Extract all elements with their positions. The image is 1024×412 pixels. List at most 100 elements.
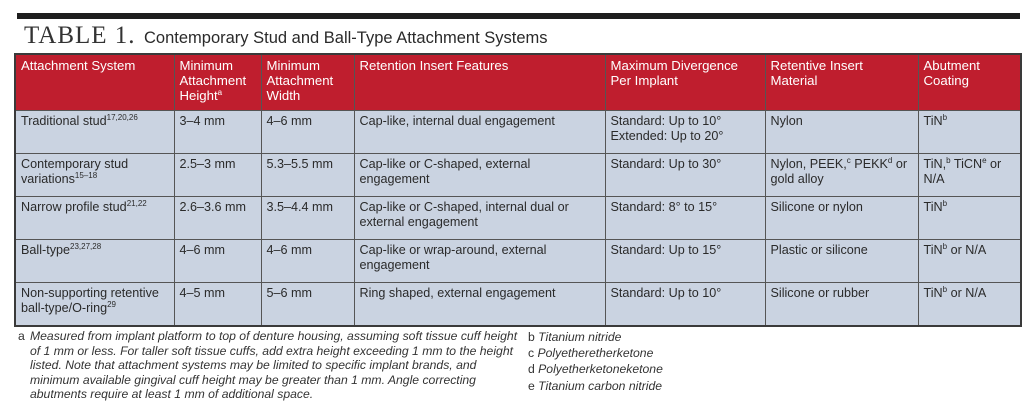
superscript-ref: b (942, 242, 948, 251)
cell-text: Minimum Attachment Height (179, 58, 247, 103)
cell-text: or N/A (923, 157, 1002, 186)
cell-text: PEKK (850, 157, 888, 171)
cell-text: 5.3–5.5 mm (266, 157, 334, 171)
cell-text: Standard: Up to 10° Extended: Up to 20° (610, 114, 724, 143)
table-number: TABLE 1. (24, 22, 136, 49)
cell-text: Narrow profile stud (21, 200, 127, 214)
superscript-ref: c (846, 156, 851, 165)
table-cell: TiNb (917, 110, 1022, 154)
cell-text: TiN, (923, 157, 947, 171)
cell-text: Abutment Coating (923, 58, 980, 88)
table-cell: Standard: Up to 10° (604, 282, 766, 327)
table-cell: Cap-like or wrap-around, external engage… (353, 239, 606, 283)
table-caption: Contemporary Stud and Ball-Type Attachme… (144, 29, 548, 47)
column-header: Maximum Divergence Per Implant (604, 53, 766, 111)
cell-text: Silicone or nylon (770, 200, 863, 214)
cell-text: TiN (923, 286, 943, 300)
attachment-systems-table: Attachment System Minimum Attachment Heig… (14, 53, 1022, 327)
footnote-label: d (528, 362, 535, 377)
cell-text: TiN (923, 200, 943, 214)
table-row: Traditional stud17,20,26 3–4 mm 4–6 mm Cap-… (14, 110, 1022, 154)
table-header-row: Attachment System Minimum Attachment Heig… (14, 53, 1022, 111)
footnote-label: c (528, 346, 535, 361)
table-cell: Cap-like or C-shaped, internal dual or e… (353, 196, 606, 240)
superscript-ref: 17,20,26 (106, 113, 138, 122)
table-cell: TiNb (917, 196, 1022, 240)
cell-text: 4–6 mm (266, 114, 313, 128)
column-header: Minimum Attachment Width (260, 53, 355, 111)
cell-text: 4–6 mm (179, 243, 226, 257)
table-cell: 3.5–4.4 mm (260, 196, 355, 240)
cell-text: 5–6 mm (266, 286, 313, 300)
footnote-e: e Titanium carbon nitride (528, 378, 663, 394)
table-cell: Silicone or rubber (764, 282, 919, 327)
cell-text: 4–5 mm (179, 286, 226, 300)
table-cell: Nylon (764, 110, 919, 154)
cell-text: TiN (923, 243, 943, 257)
cell-text: Cap-like, internal dual engagement (359, 114, 555, 128)
table-cell: Plastic or silicone (764, 239, 919, 283)
cell-text: 3–4 mm (179, 114, 226, 128)
cell-text: Contemporary stud variations (21, 157, 129, 186)
footnote-text: Titanium carbon nitride (538, 378, 663, 393)
cell-text: or gold alloy (770, 157, 908, 186)
table-row: Non-supporting retentive ball-type/O-rin… (14, 282, 1022, 327)
footnote-a: a Measured from implant platform to top … (18, 329, 518, 402)
table-cell: 4–6 mm (260, 239, 355, 283)
cell-text: or N/A (947, 243, 987, 257)
footnote-text: Polyetheretherketone (537, 346, 654, 361)
footnote-d: d Polyetherketoneketone (528, 361, 663, 377)
cell-text: Retentive Insert Material (770, 58, 863, 88)
superscript-ref: a (217, 88, 223, 97)
table-cell: 5–6 mm (260, 282, 355, 327)
table-cell: TiNb or N/A (917, 239, 1022, 283)
column-header: Retentive Insert Material (764, 53, 919, 111)
superscript-ref: b (942, 113, 948, 122)
column-header: Attachment System (14, 53, 175, 111)
cell-text: TiN (923, 114, 943, 128)
superscript-ref: b (942, 199, 948, 208)
cell-text: or N/A (947, 286, 987, 300)
superscript-ref: 23,27,28 (70, 242, 102, 251)
cell-text: Cap-like or C-shaped, internal dual or e… (359, 200, 569, 229)
cell-text: Attachment System (21, 58, 136, 73)
footnote-b: b Titanium nitride (528, 329, 663, 345)
superscript-ref: 29 (107, 300, 116, 309)
table-cell: Nylon, PEEK,c PEKKd or gold alloy (764, 153, 919, 197)
superscript-ref: 15–18 (74, 171, 98, 180)
footnote-label: e (528, 378, 535, 393)
cell-text: Cap-like or C-shaped, external engagemen… (359, 157, 531, 186)
table-cell: Silicone or nylon (764, 196, 919, 240)
table-cell: 4–5 mm (173, 282, 262, 327)
table-cell: Standard: Up to 15° (604, 239, 766, 283)
cell-text: Silicone or rubber (770, 286, 870, 300)
superscript-ref: d (887, 156, 893, 165)
cell-text: Standard: Up to 10° (610, 286, 722, 300)
cell-text: 2.6–3.6 mm (179, 200, 247, 214)
table-cell: Cap-like, internal dual engagement (353, 110, 606, 154)
cell-text: Traditional stud (21, 114, 107, 128)
table-cell: 5.3–5.5 mm (260, 153, 355, 197)
cell-text: Standard: Up to 15° (610, 243, 722, 257)
column-header: Retention Insert Features (353, 53, 606, 111)
superscript-ref: b (946, 156, 951, 165)
cell-text: Standard: 8° to 15° (610, 200, 718, 214)
table-cell: Standard: 8° to 15° (604, 196, 766, 240)
superscript-ref: b (942, 285, 948, 294)
table-cell: TiN,b TiCNe or N/A (917, 153, 1022, 197)
footnote-label: a (18, 329, 25, 343)
table-cell: 2.5–3 mm (173, 153, 262, 197)
footnote-text: Polyetherketoneketone (538, 362, 663, 377)
cell-text: Maximum Divergence Per Implant (610, 58, 739, 88)
cell-text: Cap-like or wrap-around, external engage… (359, 243, 547, 272)
cell-text: Retention Insert Features (359, 58, 509, 73)
table-cell: Narrow profile stud21,22 (14, 196, 175, 240)
cell-text: Ring shaped, external engagement (359, 286, 556, 300)
table-row: Contemporary stud variations15–18 2.5–3 m… (14, 153, 1022, 197)
superscript-ref: 21,22 (126, 199, 147, 208)
table-cell: 2.6–3.6 mm (173, 196, 262, 240)
footnote-text: Measured from implant platform to top of… (30, 329, 518, 402)
cell-text: Nylon (770, 114, 803, 128)
